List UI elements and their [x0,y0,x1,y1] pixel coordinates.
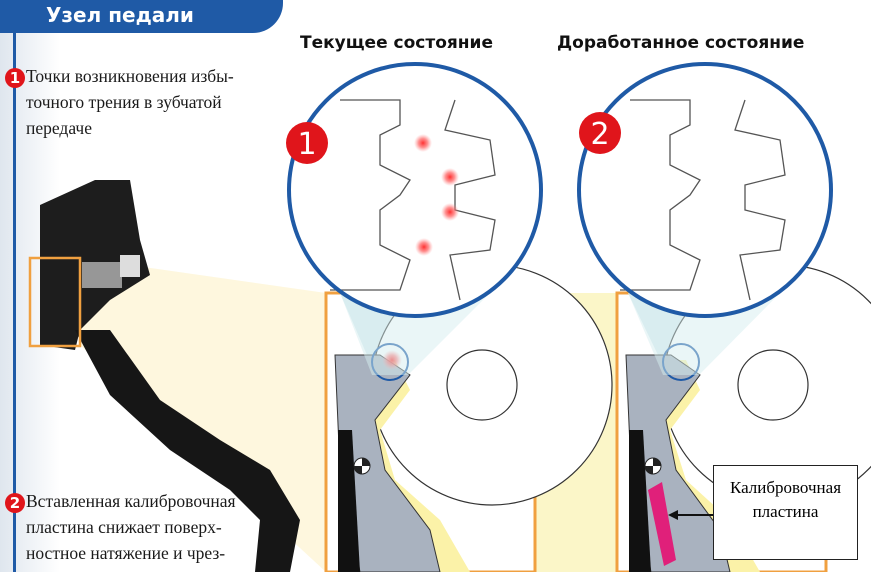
pedal-zoom-box [28,256,82,348]
improved-state-title: Доработанное состояние [557,33,805,53]
note-line: Вставленная калибровочная [26,491,236,511]
note-line: передаче [26,118,92,138]
badge-2-circle [579,112,621,154]
magnifier-badge-2: 2 [590,117,609,152]
current-state-title: Текущее состояние [300,33,493,53]
note-line: точного трения в зубчатой [26,92,222,112]
badge-1-circle [286,122,328,164]
note-1-text: Точки возникновения избы- точного трения… [26,63,234,141]
magnifier-badge-1: 1 [297,127,316,162]
blue-divider-line [13,33,16,572]
callout-line: Калибровочная [729,478,842,497]
improved-gear-magnifier [577,62,833,375]
section-title: Узел педали [0,0,283,33]
calibration-plate [648,482,676,566]
callout-line: пластина [752,502,819,521]
note-2-badge: 2 [5,493,25,513]
calibration-plate-label: Калибровочная пластина [713,465,858,560]
note-line: пластина снижает поверх- [26,517,222,537]
note-line: ностное натяжение и чрез- [26,543,226,563]
current-gear-magnifier [287,62,543,375]
note-line: Точки возникновения избы- [26,66,234,86]
note-2-text: Вставленная калибровочная пластина снижа… [26,488,236,566]
note-1-badge: 1 [5,68,25,88]
pedal-image [40,180,300,572]
